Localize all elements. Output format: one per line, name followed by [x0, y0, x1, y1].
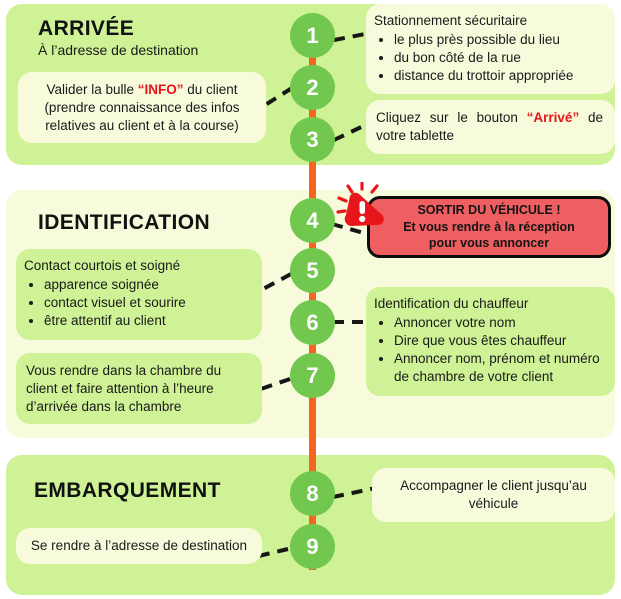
- step-node-5[interactable]: 5: [290, 248, 335, 293]
- list-item: Dire que vous êtes chauffeur: [394, 332, 605, 350]
- callout-step8-text: Accompagner le client jusqu’au véhicule: [400, 478, 587, 511]
- callout-step2-line3: relatives au client et à la course): [45, 117, 239, 133]
- callout-step3: Cliquez sur le bouton “Arrivé” de votre …: [366, 100, 615, 154]
- exclamation-triangle-icon: [336, 182, 384, 226]
- callout-step6-heading: Identification du chauffeur: [374, 296, 529, 311]
- callout-step1: Stationnement sécuritaire le plus près p…: [366, 4, 615, 94]
- warning-line3: pour vous annoncer: [428, 236, 550, 251]
- list-item: du bon côté de la rue: [394, 49, 605, 67]
- step-node-8[interactable]: 8: [290, 471, 335, 516]
- list-item: Annoncer nom, prénom et numéro de chambr…: [394, 350, 605, 386]
- section-title-embarquement: EMBARQUEMENT: [34, 479, 221, 502]
- step-node-9[interactable]: 9: [290, 524, 335, 569]
- step-node-1[interactable]: 1: [290, 13, 335, 58]
- callout-step6-list: Annoncer votre nom Dire que vous êtes ch…: [374, 314, 605, 386]
- step-node-3[interactable]: 3: [290, 117, 335, 162]
- callout-step3-prefix: Cliquez sur le bouton: [376, 110, 527, 125]
- callout-step9: Se rendre à l’adresse de destination: [16, 528, 262, 564]
- section-subtitle-arrivee: À l’adresse de destination: [38, 42, 199, 58]
- warning-line1: SORTIR DU VÉHICULE !: [417, 202, 561, 217]
- list-item: contact visuel et sourire: [44, 294, 252, 312]
- list-item: apparence soignée: [44, 276, 252, 294]
- callout-step5-list: apparence soignée contact visuel et sour…: [24, 276, 252, 330]
- section-title-identification: IDENTIFICATION: [38, 211, 211, 234]
- callout-step5-heading: Contact courtois et soigné: [24, 258, 181, 273]
- list-item: distance du trottoir appropriée: [394, 67, 605, 85]
- callout-step3-text: Cliquez sur le bouton “Arrivé” de votre …: [376, 109, 603, 145]
- callout-step2-line1-prefix: Valider la bulle: [46, 82, 138, 97]
- warning-line2: Et vous rendre à la réception: [403, 219, 575, 234]
- list-item: le plus près possible du lieu: [394, 31, 605, 49]
- callout-step9-text: Se rendre à l’adresse de destination: [30, 538, 248, 553]
- highlight-info: “INFO”: [137, 82, 184, 97]
- callout-step2: Valider la bulle “INFO” du client (prend…: [18, 72, 266, 144]
- section-title-arrivee: ARRIVÉE: [38, 17, 135, 40]
- highlight-arrive: “Arrivé”: [526, 110, 580, 125]
- callout-step7: Vous rendre dans la chambre du client et…: [16, 353, 262, 425]
- step-node-4[interactable]: 4: [290, 198, 335, 243]
- step-node-6[interactable]: 6: [290, 300, 335, 345]
- callout-step7-text: Vous rendre dans la chambre du client et…: [26, 363, 222, 414]
- step-node-7[interactable]: 7: [290, 353, 335, 398]
- callout-step6: Identification du chauffeur Annoncer vot…: [366, 287, 615, 396]
- callout-step5: Contact courtois et soigné apparence soi…: [16, 249, 262, 340]
- list-item: Annoncer votre nom: [394, 314, 605, 332]
- callout-step2-line1-suffix: du client: [183, 82, 238, 97]
- callout-step2-line1: Valider la bulle “INFO” du client: [26, 81, 258, 99]
- list-item: être attentif au client: [44, 312, 252, 330]
- callout-step1-heading: Stationnement sécuritaire: [374, 13, 528, 28]
- step-node-2[interactable]: 2: [290, 65, 335, 110]
- callout-step8: Accompagner le client jusqu’au véhicule: [372, 468, 615, 522]
- warning-banner: SORTIR DU VÉHICULE ! Et vous rendre à la…: [367, 196, 611, 258]
- callout-step3-suffix: de votre tablette: [376, 110, 603, 143]
- callout-step1-list: le plus près possible du lieu du bon côt…: [374, 31, 605, 85]
- callout-step2-line2: (prendre connaissance des infos: [44, 99, 240, 115]
